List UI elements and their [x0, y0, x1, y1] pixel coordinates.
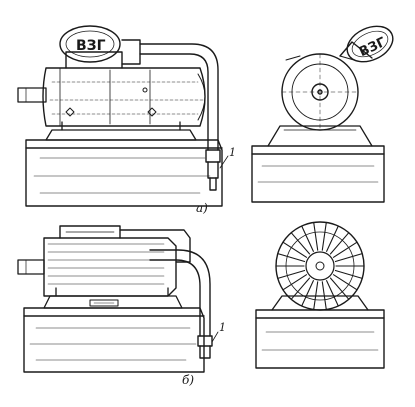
- panel-label-a: а): [196, 201, 208, 215]
- cooling-rib: [326, 225, 339, 252]
- motor-feet: [45, 121, 197, 141]
- motor-pedestal: [271, 295, 369, 311]
- ribbed-end-view: [275, 221, 365, 311]
- terminal-box-end: [339, 25, 394, 63]
- cooling-rib: [334, 269, 363, 279]
- panel-label-b: б): [182, 373, 194, 387]
- motor-a-front-plate: ВЗГ: [357, 35, 388, 60]
- cooling-rib: [334, 253, 363, 263]
- cooling-rib: [290, 232, 311, 255]
- foundation-block: [255, 309, 385, 369]
- motor-body: [42, 67, 206, 127]
- cooling-rib: [326, 280, 339, 307]
- cooling-rib: [321, 281, 327, 311]
- terminal-box: [59, 225, 121, 239]
- motor-shaft: [17, 259, 45, 275]
- motor-feet: [43, 287, 183, 309]
- conduit-pipe: [139, 43, 221, 191]
- nameplate: [89, 299, 119, 307]
- cooling-rib: [277, 253, 306, 263]
- bolt-heads: [65, 87, 157, 117]
- terminal-box: [59, 25, 141, 69]
- foundation-block: [23, 307, 205, 373]
- foundation-block: [25, 139, 223, 207]
- motor-end-shield: [281, 53, 359, 131]
- cooling-rib: [277, 269, 306, 279]
- ribbed-motor-body: [43, 237, 177, 297]
- cooling-rib: [332, 241, 358, 258]
- cooling-rib: [332, 274, 358, 291]
- conduit-pipe: [149, 249, 213, 359]
- cooling-rib: [301, 280, 314, 307]
- motor-pedestal: [267, 125, 373, 147]
- cooling-rib: [290, 277, 311, 300]
- callout-leader-a: [219, 155, 229, 169]
- panel-b-end-view: [255, 221, 385, 369]
- panel-a-side-view: ВЗГ 1: [17, 25, 236, 207]
- cooling-rib: [321, 221, 327, 251]
- cooling-rib: [329, 232, 350, 255]
- foundation-block: [251, 145, 385, 203]
- panel-b-side-view: 1: [17, 225, 226, 373]
- callout-number-b: 1: [219, 321, 226, 334]
- fan-cover: [119, 229, 191, 263]
- motor-shaft: [17, 87, 47, 103]
- callout-leader-b: [211, 331, 219, 343]
- panel-a-end-view: ВЗГ: [251, 25, 394, 203]
- cooling-rib: [282, 274, 308, 291]
- cooling-rib: [301, 225, 314, 252]
- cooling-rib: [282, 241, 308, 258]
- motor-a-side-plate: ВЗГ: [76, 38, 106, 54]
- cooling-rib: [313, 281, 319, 311]
- cooling-rib: [329, 277, 350, 300]
- cooling-rib: [313, 221, 319, 251]
- callout-number-a: 1: [229, 146, 236, 159]
